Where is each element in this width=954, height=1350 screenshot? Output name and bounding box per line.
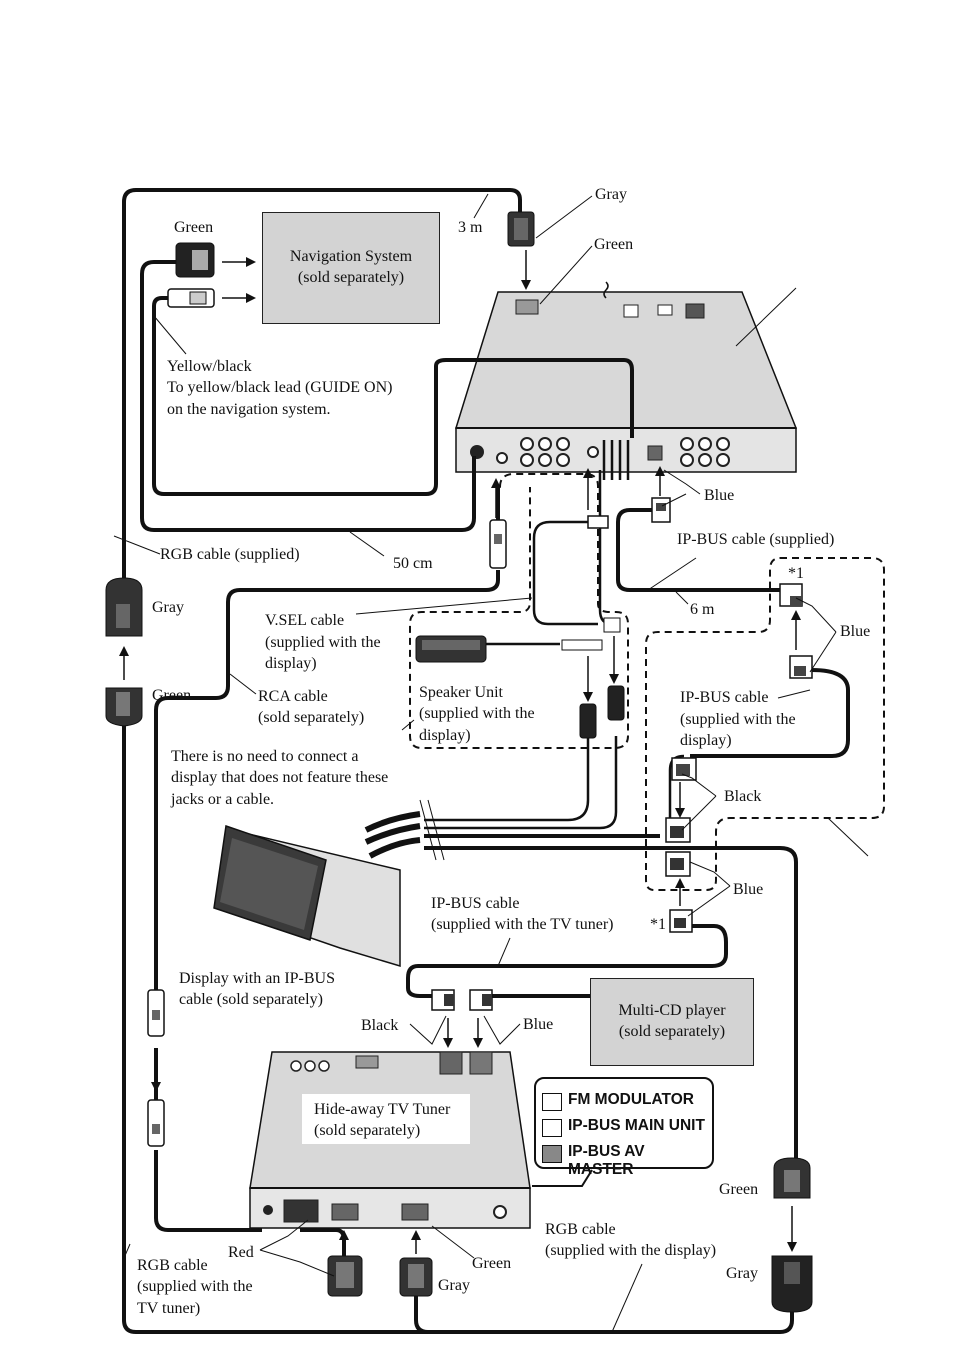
arrows <box>119 250 801 1254</box>
legend-pointer <box>532 1169 593 1187</box>
unit-type-legend: FM MODULATOR IP-BUS MAIN UNIT IP-BUS AV … <box>534 1077 714 1178</box>
label-gray-bottom-right: Gray <box>726 1265 758 1282</box>
multi-cd-player-title: Multi-CD player <box>618 1002 726 1019</box>
connector-blue-unit <box>651 497 671 523</box>
connector-gray-left <box>105 577 143 637</box>
speaker-unit <box>415 635 487 663</box>
label-ipbus-supplied: IP-BUS cable (supplied) <box>677 531 835 548</box>
legend-swatch-3 <box>542 1145 562 1163</box>
connector-rca-center <box>489 519 507 569</box>
label-yellow-black-desc-2: on the navigation system. <box>167 401 331 418</box>
label-blue-unit: Blue <box>704 487 735 504</box>
navigation-system-title: Navigation System <box>289 248 413 265</box>
connectors <box>105 211 813 1313</box>
connector-green-left <box>105 687 143 727</box>
navigation-system-box: Navigation System (sold separately) <box>262 212 440 324</box>
label-rgb-display-1: RGB cable <box>545 1221 616 1238</box>
connector-blue-mid <box>665 851 691 877</box>
connector-blue-right-top <box>779 583 803 607</box>
label-display-ipbus-1: Display with an IP-BUS <box>179 970 335 987</box>
connector-gray-bottom-right <box>771 1255 813 1313</box>
label-gray-left: Gray <box>152 599 184 616</box>
label-green-bottom: Green <box>472 1255 512 1272</box>
connector-blue-tuner <box>469 989 493 1011</box>
label-speaker-2: (supplied with the <box>419 705 535 722</box>
label-yellow-black-desc-1: To yellow/black lead (GUIDE ON) <box>167 379 393 396</box>
label-red: Red <box>228 1244 254 1261</box>
navigation-system-note: (sold separately) <box>297 269 405 286</box>
label-50cm: 50 cm <box>393 555 433 572</box>
label-black-right: Black <box>724 788 762 805</box>
label-ipbus-tv-2: (supplied with the TV tuner) <box>431 916 614 933</box>
label-rca-1: RCA cable <box>258 688 328 705</box>
legend-swatch-1 <box>542 1093 562 1111</box>
label-green-unit: Green <box>594 236 634 253</box>
legend-item-fm-modulator: FM MODULATOR <box>568 1091 694 1108</box>
label-green-nav: Green <box>174 219 214 236</box>
callout-lines <box>113 193 869 1333</box>
connector-green-nav <box>175 242 215 278</box>
label-green-left: Green <box>152 687 192 704</box>
label-speaker-3: display) <box>419 727 471 744</box>
connector-yellow-black <box>167 288 215 308</box>
label-3m: 3 m <box>458 219 483 236</box>
tv-tuner-title: Hide-away TV Tuner <box>314 1101 451 1118</box>
label-rgb-supplied: RGB cable (supplied) <box>160 546 300 563</box>
connector-rca-left-top <box>147 989 165 1037</box>
label-rgb-tv-1: RGB cable <box>137 1257 208 1274</box>
label-gray-top: Gray <box>595 186 627 203</box>
connector-black-mid-top <box>671 757 697 781</box>
label-blue-right: Blue <box>840 623 871 640</box>
connector-vsel-plug <box>587 515 609 529</box>
unit-callout-line <box>735 287 797 347</box>
tv-tuner-note: (sold separately) <box>314 1122 421 1139</box>
label-green-bottom-right: Green <box>719 1181 759 1198</box>
connector-black-mid <box>665 817 691 843</box>
connector-gray-top <box>507 211 535 247</box>
label-ipbus-display-3: display) <box>680 732 732 749</box>
label-vsel-3: display) <box>265 655 317 672</box>
label-black-tuner: Black <box>361 1017 399 1034</box>
label-rca-2: (sold separately) <box>258 709 365 726</box>
label-blue-tuner: Blue <box>523 1016 554 1033</box>
label-star1-top: *1 <box>788 565 804 582</box>
connector-rca-left-bottom <box>147 1099 165 1147</box>
label-ipbus-display-1: IP-BUS cable <box>680 689 769 706</box>
label-vsel-1: V.SEL cable <box>265 612 345 629</box>
legend-item-ipbus-main-unit: IP-BUS MAIN UNIT <box>568 1117 705 1134</box>
legend-item-ipbus-av-master: IP-BUS AV MASTER <box>568 1143 645 1178</box>
connector-speaker-plugs <box>561 617 625 739</box>
label-ipbus-display-2: (supplied with the <box>680 711 796 728</box>
label-noneed-2: display that does not feature these <box>171 769 389 786</box>
label-noneed-3: jacks or a cable. <box>171 791 275 808</box>
connector-gray-bottom <box>399 1257 433 1297</box>
main-unit <box>454 281 798 473</box>
multi-cd-player-box: Multi-CD player (sold separately) <box>590 978 754 1066</box>
connector-green-bottom-right <box>773 1157 811 1199</box>
legend-swatch-2 <box>542 1119 562 1137</box>
label-noneed-1: There is no need to connect a <box>171 748 359 765</box>
connector-black-tuner <box>431 989 455 1011</box>
label-rgb-tv-3: TV tuner) <box>137 1300 201 1317</box>
multi-cd-player-note: (sold separately) <box>618 1023 726 1040</box>
display-with-ipbus <box>213 799 445 968</box>
label-star1-mid: *1 <box>650 916 666 933</box>
label-rgb-display-2: (supplied with the display) <box>545 1242 717 1259</box>
label-gray-bottom: Gray <box>438 1277 470 1294</box>
connector-red <box>327 1255 363 1297</box>
label-rgb-tv-2: (supplied with the <box>137 1278 253 1295</box>
label-vsel-2: (supplied with the <box>265 634 381 651</box>
label-display-ipbus-2: cable (sold separately) <box>179 991 323 1008</box>
tv-tuner-unit <box>249 1051 531 1229</box>
label-ipbus-tv-1: IP-BUS cable <box>431 895 520 912</box>
label-yellow-black: Yellow/black <box>167 358 252 375</box>
label-blue-mid: Blue <box>733 881 764 898</box>
label-speaker-1: Speaker Unit <box>419 684 503 701</box>
connector-blue-star1 <box>669 909 693 933</box>
connector-blue-right-bottom <box>789 655 813 679</box>
label-6m: 6 m <box>690 601 715 618</box>
